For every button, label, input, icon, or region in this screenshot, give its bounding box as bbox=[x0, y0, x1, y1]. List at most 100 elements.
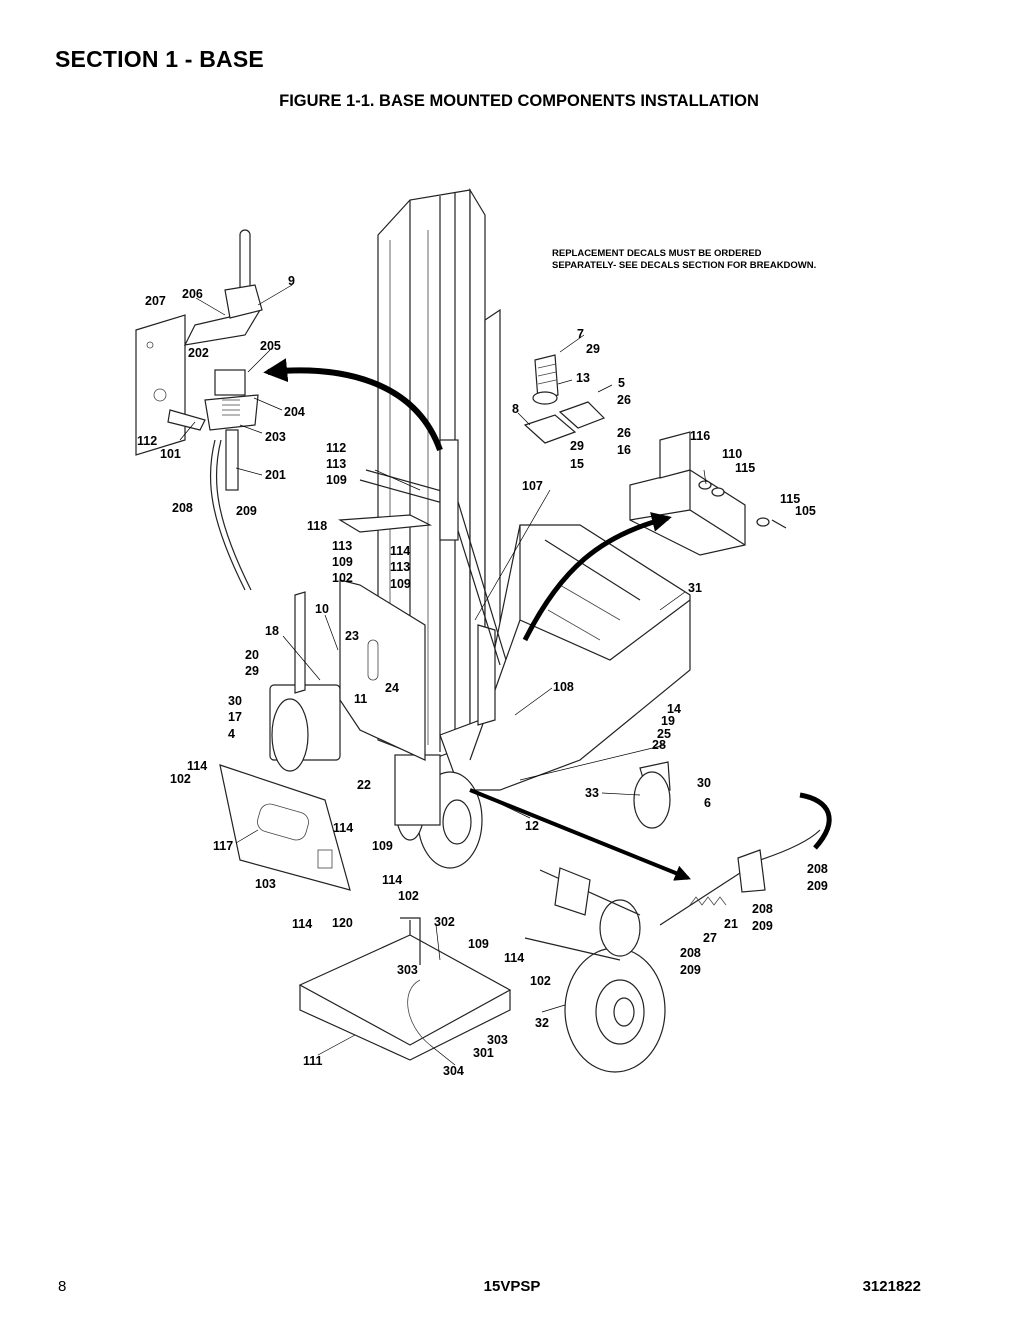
callout-labels: 7 29 13 5 26 8 26 29 16 15 116 110 115 1… bbox=[137, 274, 828, 1078]
callout-label: 102 bbox=[530, 974, 551, 988]
callout-label: 29 bbox=[570, 439, 584, 453]
callout-label: 102 bbox=[170, 772, 191, 786]
callout-label: 109 bbox=[468, 937, 489, 951]
decal-note-line1: REPLACEMENT DECALS MUST BE ORDERED bbox=[552, 248, 762, 259]
figure-title: FIGURE 1-1. BASE MOUNTED COMPONENTS INST… bbox=[279, 92, 759, 110]
section-title: SECTION 1 - BASE bbox=[55, 46, 264, 72]
callout-label: 114 bbox=[504, 951, 524, 965]
callout-label: 29 bbox=[586, 342, 600, 356]
callout-label: 109 bbox=[390, 577, 411, 591]
callout-label: 201 bbox=[265, 468, 286, 482]
callout-label: 103 bbox=[255, 877, 276, 891]
callout-label: 118 bbox=[307, 519, 327, 533]
callout-label: 114 bbox=[390, 544, 410, 558]
callout-label: 25 bbox=[657, 727, 671, 741]
decal-note-line2: SEPARATELY- SEE DECALS SECTION FOR BREAK… bbox=[552, 260, 816, 271]
callout-label: 6 bbox=[704, 796, 711, 810]
callout-label: 11 bbox=[354, 692, 367, 706]
callout-label: 30 bbox=[228, 694, 242, 708]
callout-label: 33 bbox=[585, 786, 599, 800]
callout-label: 204 bbox=[284, 405, 305, 419]
callout-label: 107 bbox=[522, 479, 543, 493]
cover-bracket bbox=[629, 431, 787, 556]
callout-label: 304 bbox=[443, 1064, 464, 1078]
callout-label: 32 bbox=[535, 1016, 549, 1030]
callout-label: 205 bbox=[260, 339, 281, 353]
callout-label: 303 bbox=[397, 963, 418, 977]
rear-wheel-assembly bbox=[524, 867, 666, 1073]
callout-label: 114 bbox=[382, 873, 402, 887]
callout-label: 5 bbox=[618, 376, 625, 390]
callout-label: 203 bbox=[265, 430, 286, 444]
callout-label: 14 bbox=[667, 702, 681, 716]
callout-label: 27 bbox=[703, 931, 717, 945]
detail-arrow-bracket bbox=[522, 512, 672, 642]
kick-plate bbox=[219, 764, 351, 891]
cable-assembly bbox=[659, 792, 832, 926]
callout-label: 114 bbox=[333, 821, 353, 835]
callout-label: 209 bbox=[236, 504, 257, 518]
callout-label: 112 bbox=[326, 441, 346, 455]
detail-arrow-latch bbox=[263, 358, 443, 452]
tow-handle bbox=[338, 439, 507, 666]
callout-label: 209 bbox=[807, 879, 828, 893]
callout-label: 109 bbox=[332, 555, 353, 569]
callout-label: 10 bbox=[315, 602, 329, 616]
callout-label: 302 bbox=[434, 915, 455, 929]
detail-arrow-cable bbox=[469, 788, 691, 881]
callout-label: 30 bbox=[697, 776, 711, 790]
callout-label: 23 bbox=[345, 629, 359, 643]
callout-label: 24 bbox=[385, 681, 399, 695]
callout-label: 113 bbox=[326, 457, 346, 471]
page-number: 8 bbox=[58, 1278, 67, 1295]
side-bracket-plates bbox=[294, 579, 496, 761]
callout-label: 206 bbox=[182, 287, 203, 301]
decal-parts bbox=[523, 354, 606, 444]
callout-label: 115 bbox=[735, 461, 755, 475]
callout-label: 209 bbox=[752, 919, 773, 933]
callout-label: 109 bbox=[326, 473, 347, 487]
callout-label: 13 bbox=[576, 371, 590, 385]
callout-label: 102 bbox=[398, 889, 419, 903]
model-number: 15VPSP bbox=[483, 1278, 541, 1295]
callout-label: 208 bbox=[752, 902, 773, 916]
callout-label: 109 bbox=[372, 839, 393, 853]
leader-lines bbox=[179, 284, 707, 1066]
latch-detail bbox=[135, 229, 263, 591]
callout-label: 114 bbox=[292, 917, 312, 931]
callout-label: 4 bbox=[228, 727, 235, 741]
callout-label: 208 bbox=[807, 862, 828, 876]
callout-label: 26 bbox=[617, 393, 631, 407]
callout-label: 208 bbox=[680, 946, 701, 960]
callout-label: 12 bbox=[525, 819, 539, 833]
callout-label: 115 bbox=[780, 492, 800, 506]
callout-label: 19 bbox=[661, 714, 675, 728]
callout-label: 9 bbox=[288, 274, 295, 288]
callout-label: 8 bbox=[512, 402, 519, 416]
callout-label: 108 bbox=[553, 680, 574, 694]
callout-label: 207 bbox=[145, 294, 166, 308]
callout-label: 209 bbox=[680, 963, 701, 977]
callout-label: 26 bbox=[617, 426, 631, 440]
callout-label: 31 bbox=[688, 581, 702, 595]
callout-label: 17 bbox=[228, 710, 242, 724]
callout-label: 21 bbox=[724, 917, 738, 931]
callout-label: 28 bbox=[652, 738, 666, 752]
callout-label: 114 bbox=[187, 759, 207, 773]
base-frame bbox=[439, 524, 691, 791]
callout-label: 301 bbox=[473, 1046, 494, 1060]
swivel-caster bbox=[633, 761, 671, 829]
callout-label: 208 bbox=[172, 501, 193, 515]
callout-label: 16 bbox=[617, 443, 631, 457]
callout-label: 202 bbox=[188, 346, 209, 360]
callout-label: 18 bbox=[265, 624, 279, 638]
callout-label: 113 bbox=[390, 560, 410, 574]
callout-label: 116 bbox=[690, 429, 710, 443]
callout-label: 120 bbox=[332, 916, 353, 930]
callout-label: 105 bbox=[795, 504, 816, 518]
callout-label: 7 bbox=[577, 327, 584, 341]
callout-label: 20 bbox=[245, 648, 259, 662]
callout-label: 29 bbox=[245, 664, 259, 678]
callout-label: 102 bbox=[332, 571, 353, 585]
callout-label: 111 bbox=[303, 1054, 323, 1068]
